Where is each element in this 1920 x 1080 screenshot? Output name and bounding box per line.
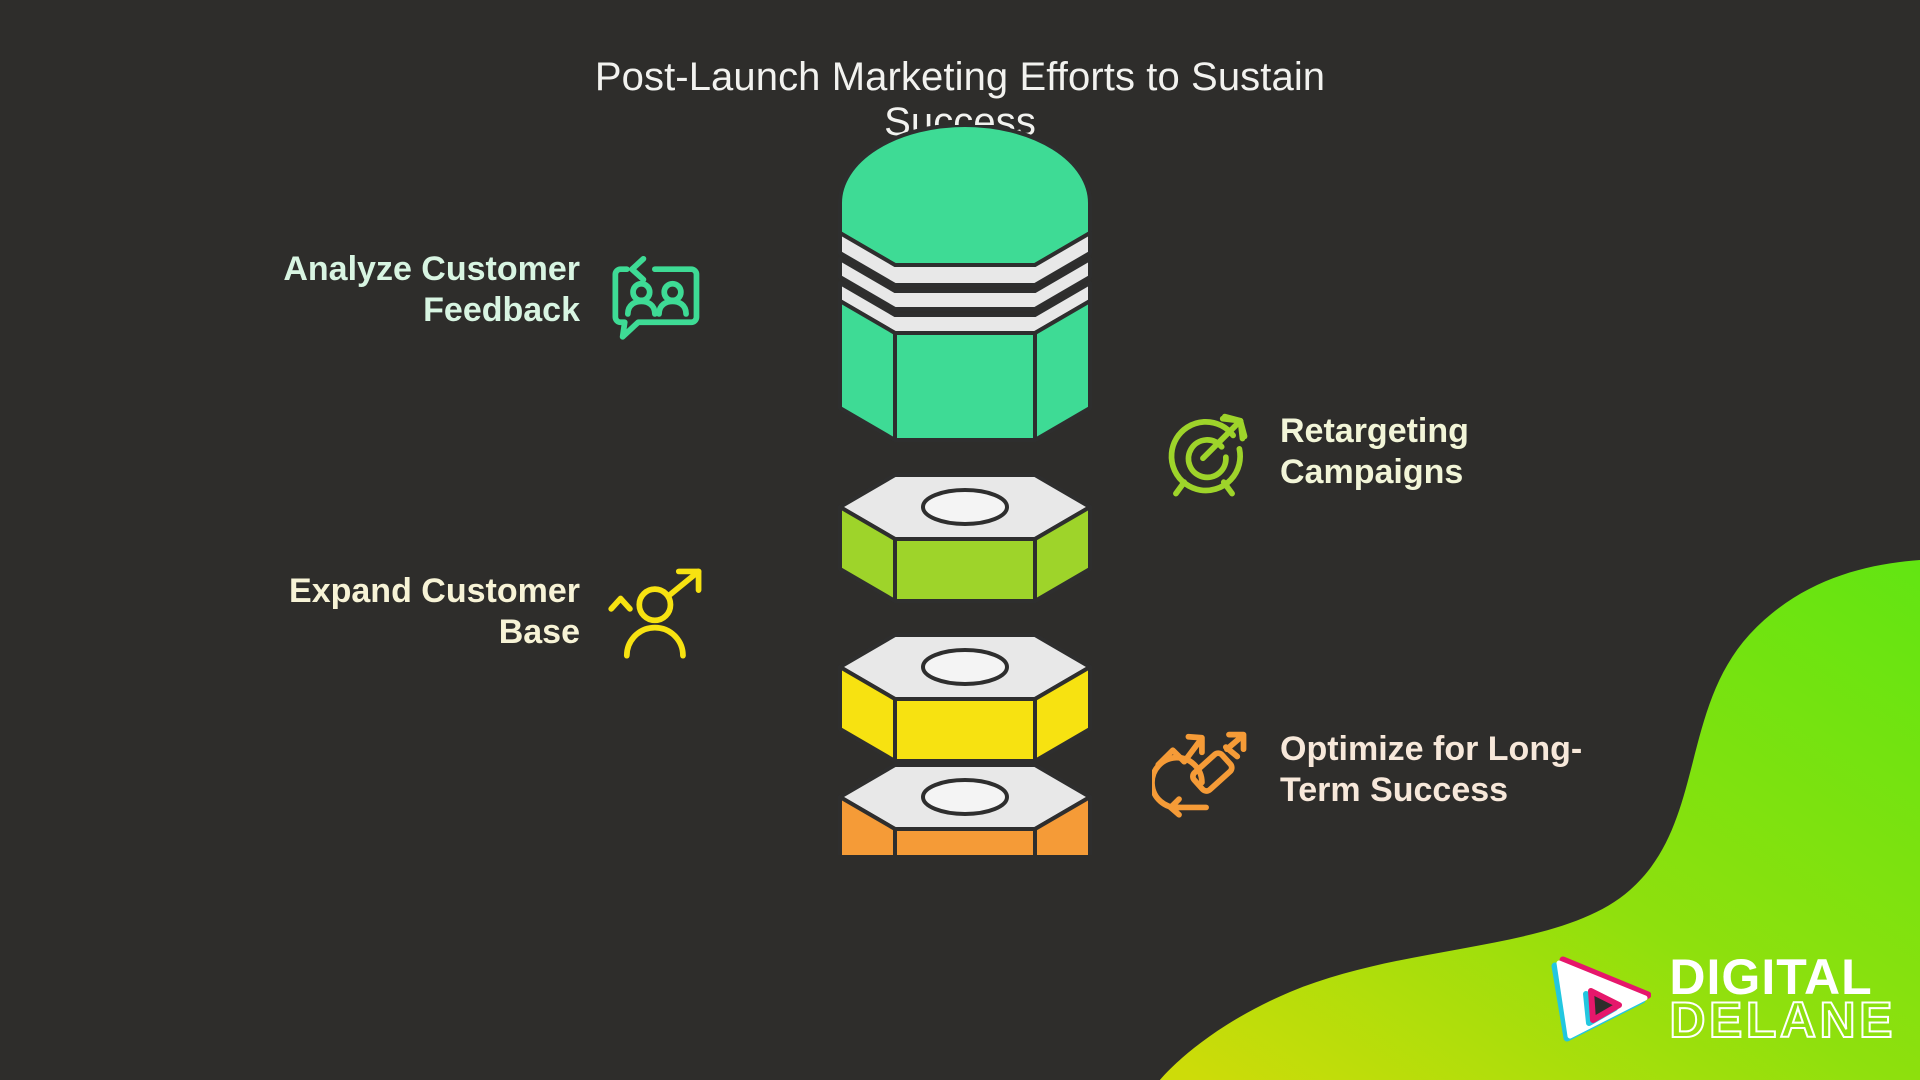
customer-feedback-icon xyxy=(612,255,700,340)
play-triangle-icon xyxy=(1551,956,1652,1042)
step-item-optimize-long-term-success: Optimize for Long- Term Success xyxy=(1152,718,1752,822)
funnel-tier-yellow xyxy=(838,633,1092,763)
microscope-trend-icon xyxy=(1152,731,1247,818)
step-item-expand-customer-base: Expand Customer Base xyxy=(180,560,710,664)
funnel-tier-orange xyxy=(838,763,1092,855)
step-item-analyze-customer-feedback: Analyze Customer Feedback xyxy=(180,238,710,342)
funnel-tier-lime xyxy=(838,473,1092,603)
step-item-retargeting-campaigns: Retargeting Campaigns xyxy=(1152,400,1712,504)
logo-text-secondary: DELANE xyxy=(1668,991,1896,1048)
funnel-tier-green xyxy=(838,125,1092,442)
step-label: Expand Customer Base xyxy=(289,571,580,651)
target-arrow-icon xyxy=(1168,413,1248,497)
step-label: Retargeting Campaigns xyxy=(1280,411,1469,491)
brand-logo: DIGITAL DELANE xyxy=(1539,950,1896,1046)
user-growth-icon xyxy=(608,568,702,659)
funnel-stack-graphic xyxy=(838,125,1092,855)
step-label: Optimize for Long- Term Success xyxy=(1280,729,1583,809)
logo-text-primary: DIGITAL xyxy=(1669,948,1873,1005)
step-label: Analyze Customer Feedback xyxy=(283,249,580,329)
